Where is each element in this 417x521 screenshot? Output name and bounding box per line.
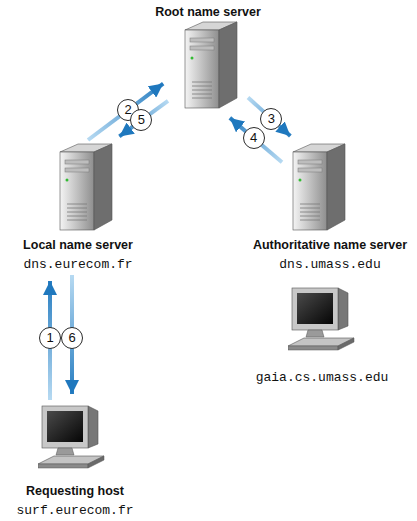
server-icon xyxy=(185,22,237,108)
callout-number: 5 xyxy=(130,109,152,131)
host-node: Root name server xyxy=(168,2,248,114)
host-node: Authoritative name serverdns.umass.edu xyxy=(282,140,378,275)
computer-icon xyxy=(38,406,104,468)
server-label: Local name server xyxy=(23,235,133,255)
hostname-label: dns.eurecom.fr xyxy=(23,255,132,275)
host-node: Local name serverdns.eurecom.fr xyxy=(28,140,128,275)
computer-icon xyxy=(288,288,354,350)
host-node: gaia.cs.umass.edu xyxy=(272,280,372,388)
server-icon xyxy=(60,144,112,230)
callout-number: 6 xyxy=(61,327,83,349)
query-arrow xyxy=(88,84,163,140)
callout-number: 1 xyxy=(39,327,61,349)
server-label: Authoritative name server xyxy=(253,235,407,255)
hostname-label: surf.eurecom.fr xyxy=(16,501,133,521)
server-label: Root name server xyxy=(155,2,261,22)
callout-number: 4 xyxy=(243,127,265,149)
server-label: Requesting host xyxy=(26,481,124,501)
host-node: Requesting hostsurf.eurecom.fr xyxy=(25,400,125,521)
hostname-label: dns.umass.edu xyxy=(279,255,380,275)
callout-number: 3 xyxy=(260,108,282,130)
server-icon xyxy=(293,144,345,230)
hostname-label: gaia.cs.umass.edu xyxy=(256,368,389,388)
